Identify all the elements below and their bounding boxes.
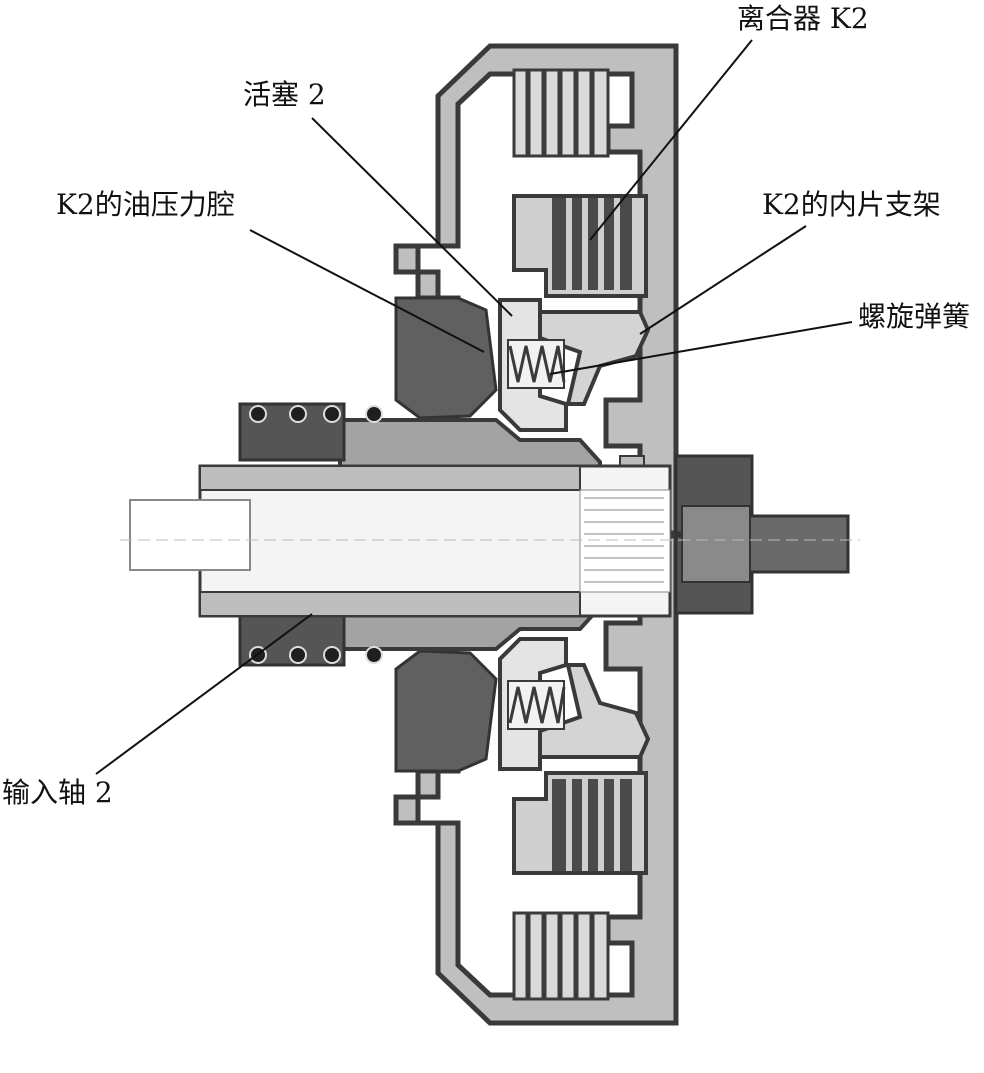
output-stub (746, 514, 850, 574)
inner-shaft (129, 499, 251, 571)
leader-piston-2 (311, 117, 513, 317)
leader-k2-carrier (639, 225, 807, 335)
leader-clutch-k2 (589, 39, 753, 241)
label-input-shaft-2: 输入轴 2 (2, 776, 113, 809)
label-piston-2: 活塞 2 (243, 78, 326, 111)
label-coil-spring: 螺旋弹簧 (858, 300, 971, 333)
leader-input-shaft-2 (95, 613, 313, 775)
label-k2-pressure-chamber: K2的油压力腔 (56, 188, 235, 221)
label-clutch-k2: 离合器 K2 (737, 2, 869, 35)
leader-k2-chamber (249, 229, 485, 353)
leader-spring (549, 321, 853, 375)
label-k2-inner-plate-carrier: K2的内片支架 (762, 188, 941, 221)
